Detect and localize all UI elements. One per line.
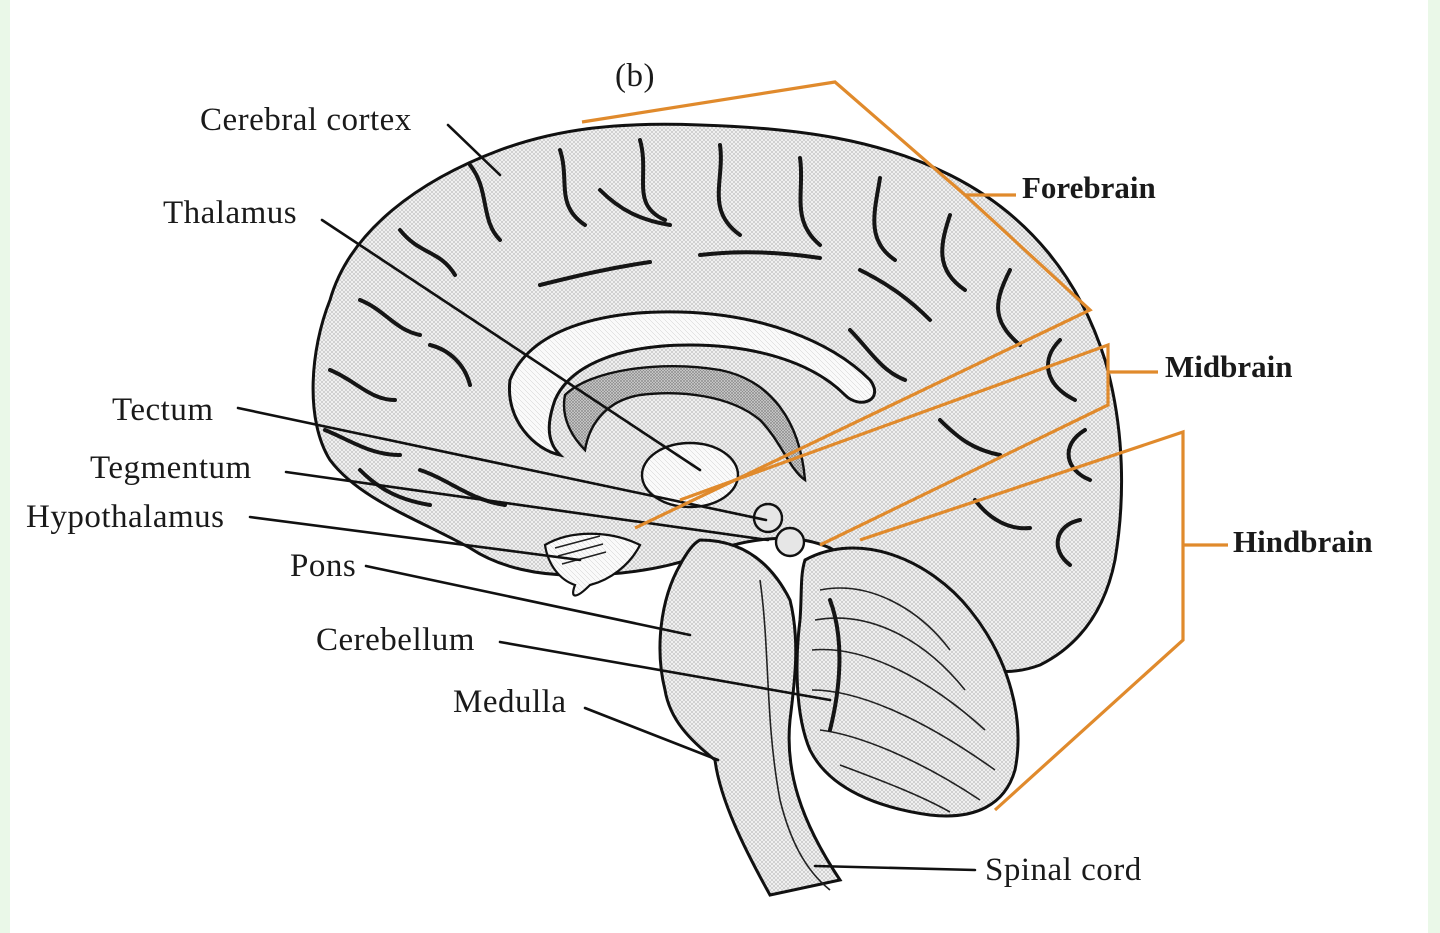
- leader-tegmentum: [284, 470, 770, 542]
- brain-illustration: [311, 122, 1124, 897]
- leader-medulla: [583, 706, 720, 762]
- label-thalamus: Thalamus: [163, 195, 297, 231]
- label-hindbrain: Hindbrain: [1233, 524, 1373, 559]
- label-midbrain: Midbrain: [1165, 349, 1292, 384]
- leader-cerebral-cortex: [446, 123, 502, 177]
- brainstem-shape: [658, 538, 843, 897]
- hypothalamus-shape: [543, 532, 642, 597]
- ventricle-band: [562, 365, 807, 483]
- corpus-callosum: [507, 310, 877, 458]
- leader-spinal-cord: [813, 864, 977, 872]
- region-labels: Forebrain Midbrain Hindbrain: [1022, 170, 1373, 559]
- cortex-folds: [323, 138, 1092, 567]
- label-forebrain: Forebrain: [1022, 170, 1156, 205]
- label-pons: Pons: [290, 548, 356, 584]
- label-cerebral-cortex: Cerebral cortex: [200, 102, 412, 138]
- bracket-hindbrain: [859, 429, 1185, 812]
- colliculus-inferior: [774, 526, 806, 558]
- leader-thalamus: [320, 218, 702, 472]
- label-tectum: Tectum: [112, 392, 213, 428]
- figure-panel-label: (b): [615, 58, 655, 94]
- cerebellum-folia: [811, 587, 996, 813]
- leader-tectum: [236, 406, 768, 522]
- leader-cerebellum: [498, 640, 832, 702]
- label-cerebellum: Cerebellum: [316, 622, 475, 658]
- bracket-midbrain: [679, 342, 1110, 547]
- label-medulla: Medulla: [453, 684, 566, 720]
- label-hypothalamus: Hypothalamus: [26, 499, 224, 535]
- leader-pons: [364, 564, 692, 637]
- structure-labels: (b) Cerebral cortex Thalamus Tectum Tegm…: [26, 58, 1142, 888]
- region-brackets: [581, 80, 1228, 812]
- label-spinal-cord: Spinal cord: [985, 852, 1142, 888]
- leader-lines: [236, 123, 977, 872]
- label-tegmentum: Tegmentum: [90, 450, 252, 486]
- leader-hypothalamus: [248, 515, 582, 562]
